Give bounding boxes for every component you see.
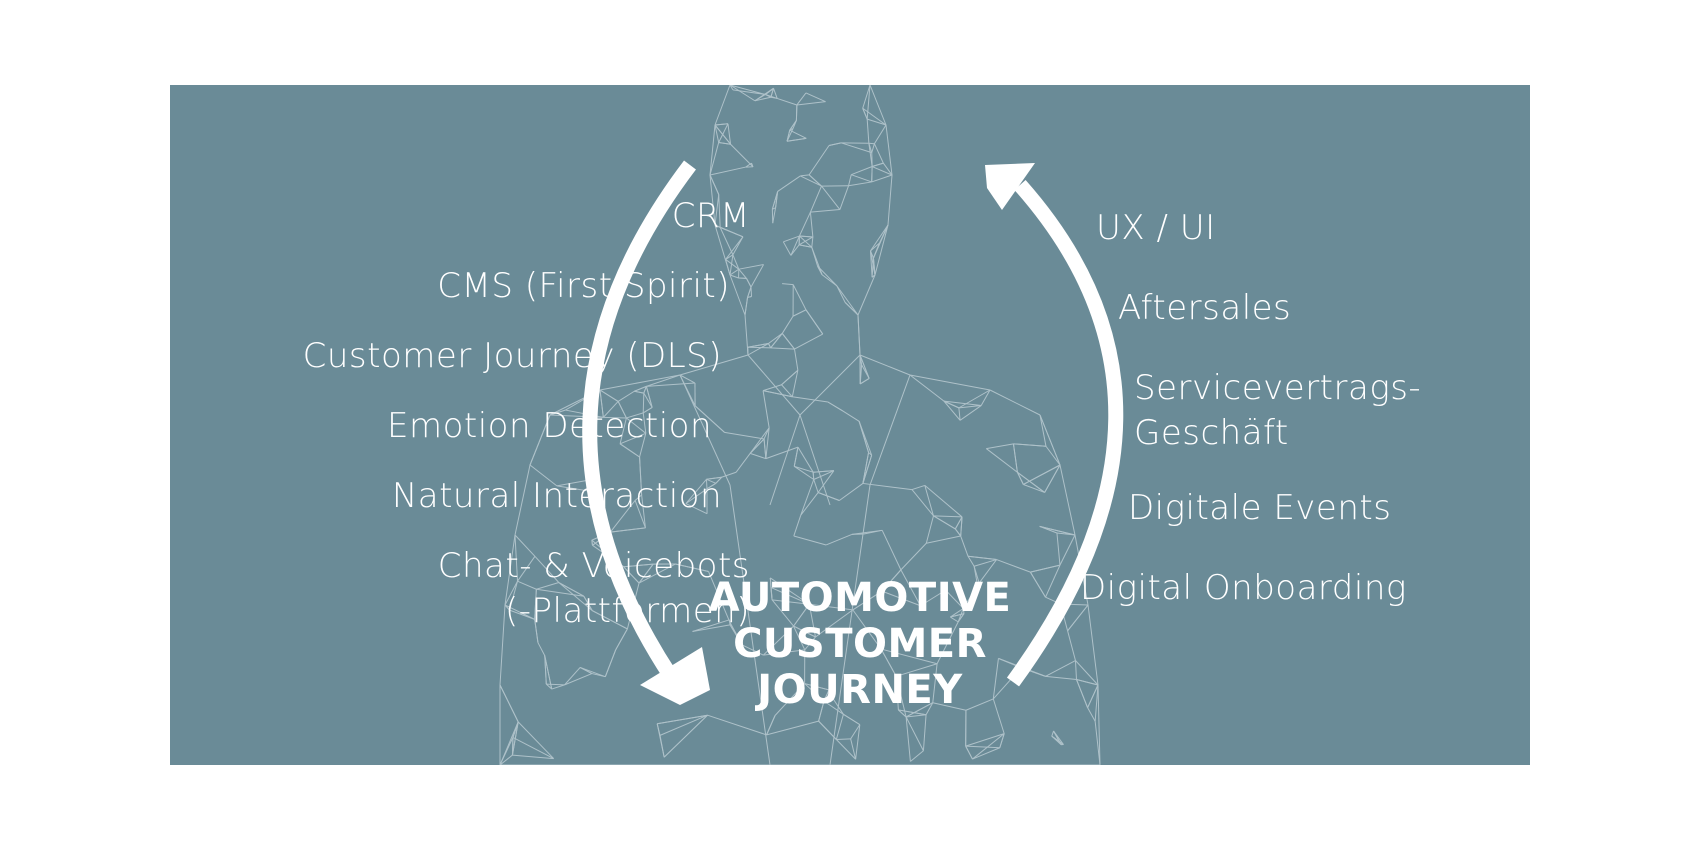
left-label-cms: CMS (First Spirit) — [437, 266, 730, 306]
right-label-ux-ui: UX / UI — [1096, 208, 1216, 248]
diagram-panel: CRM CMS (First Spirit) Customer Journey … — [170, 85, 1530, 765]
left-label-emotion-detection: Emotion Detection — [386, 406, 712, 446]
center-title-line-3: JOURNEY — [757, 667, 963, 713]
right-label-servicevertrags: Servicevertrags- — [1134, 368, 1422, 408]
right-label-digitale-events: Digitale Events — [1128, 488, 1392, 528]
left-label-customer-journey: Customer Journey (DLS) — [302, 336, 722, 376]
right-label-geschaeft: Geschäft — [1134, 413, 1289, 453]
center-title-line-1: AUTOMOTIVE — [708, 575, 1012, 621]
panel-background — [170, 85, 1530, 765]
center-title-line-2: CUSTOMER — [733, 621, 987, 667]
diagram-background — [170, 85, 1530, 765]
left-label-crm: CRM — [671, 196, 750, 236]
wireframe-person-illustration — [499, 85, 1101, 765]
left-label-chat-voicebots: Chat- & Voicebots — [437, 546, 750, 586]
center-title: AUTOMOTIVE CUSTOMER JOURNEY — [690, 575, 1030, 713]
right-label-aftersales: Aftersales — [1118, 288, 1292, 328]
left-label-natural-interaction: Natural Interaction — [391, 476, 722, 516]
left-label-plattformen: (-Plattformen) — [505, 591, 750, 631]
curved-arrow-down-icon — [582, 160, 710, 705]
curved-arrow-up-icon — [985, 163, 1124, 687]
right-label-digital-onboarding: Digital Onboarding — [1080, 568, 1407, 608]
